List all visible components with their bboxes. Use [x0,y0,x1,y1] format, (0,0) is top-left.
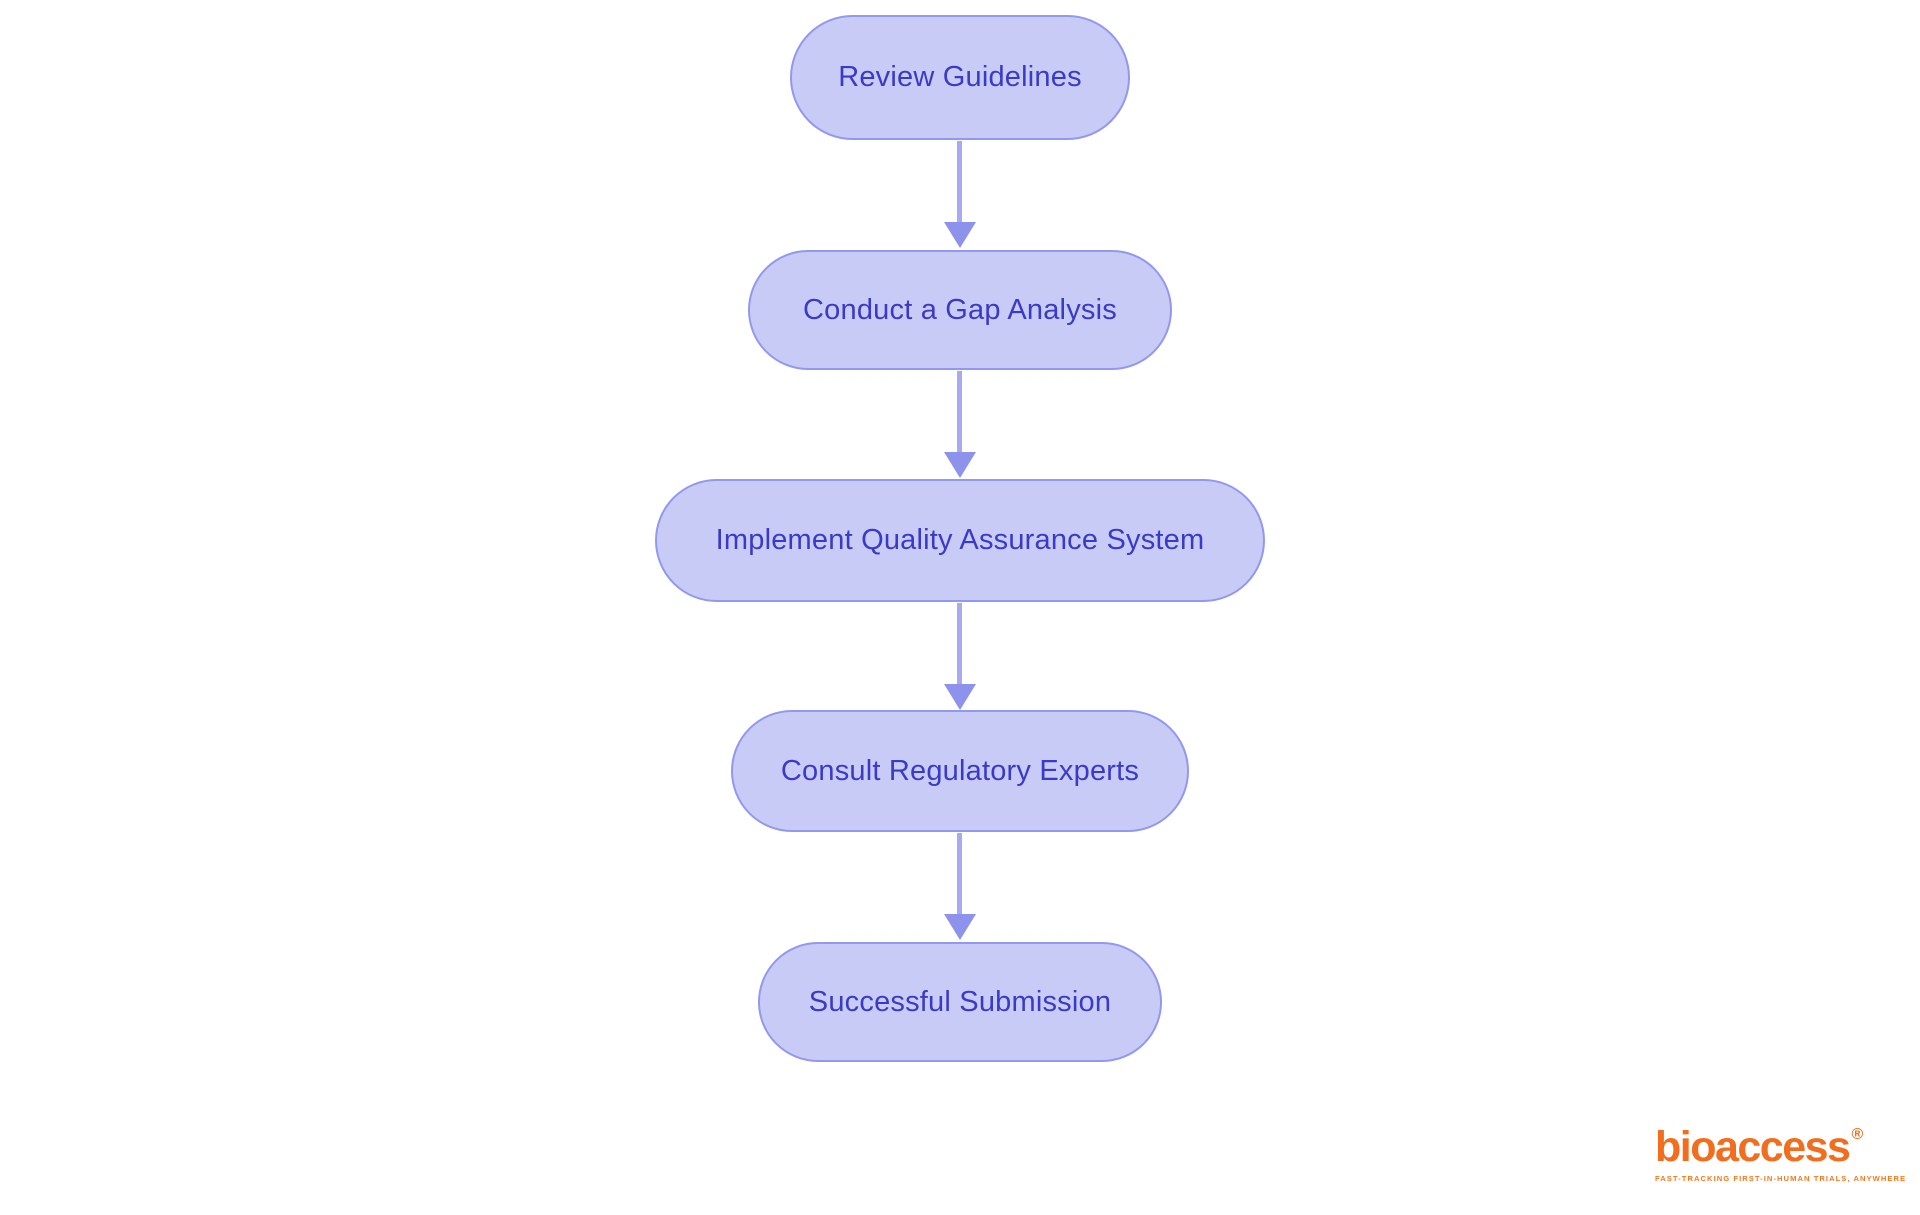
flow-node-label: Review Guidelines [838,61,1082,93]
flow-node-implement-quality-assurance-system: Implement Quality Assurance System [655,479,1265,602]
flow-arrowhead-icon-3 [944,684,976,710]
flow-arrow-line-3 [957,603,962,685]
flow-arrowhead-icon-1 [944,222,976,248]
flow-node-consult-regulatory-experts: Consult Regulatory Experts [731,710,1189,832]
flow-node-conduct-gap-analysis: Conduct a Gap Analysis [748,250,1172,370]
flow-arrow-line-2 [957,371,962,453]
flow-arrowhead-icon-4 [944,914,976,940]
flow-node-label: Conduct a Gap Analysis [803,293,1117,326]
flow-arrowhead-icon-2 [944,452,976,478]
logo-text: bioaccess [1655,1123,1851,1171]
flow-arrow-line-1 [957,141,962,223]
logo-wordmark: bioaccess® [1655,1123,1906,1171]
registered-trademark-icon: ® [1851,1126,1864,1143]
flow-node-successful-submission: Successful Submission [758,942,1162,1062]
flow-arrow-line-4 [957,833,962,915]
flow-node-review-guidelines: Review Guidelines [790,15,1130,140]
bioaccess-logo: bioaccess® FAST-TRACKING FIRST-IN-HUMAN … [1655,1123,1907,1184]
flow-node-label: Successful Submission [808,985,1112,1018]
logo-tagline: FAST-TRACKING FIRST-IN-HUMAN TRIALS, ANY… [1655,1174,1907,1184]
flow-node-label: Consult Regulatory Experts [780,754,1140,787]
flow-node-label: Implement Quality Assurance System [715,524,1205,556]
